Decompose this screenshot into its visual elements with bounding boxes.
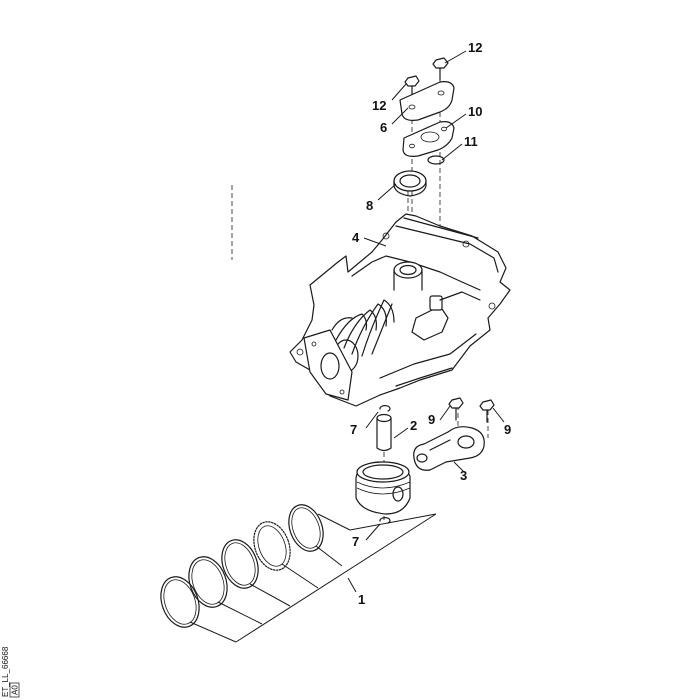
piston-ring-5	[288, 504, 324, 552]
callout-7-upper: 7	[350, 422, 357, 437]
callout-9-right: 9	[504, 422, 511, 437]
piston	[355, 461, 411, 515]
callout-4: 4	[352, 230, 360, 245]
callout-labels: 12 12 6 10 11 8 4 2 7 7 9 9 3 1	[350, 40, 511, 607]
document-id: ET_LL_66668 A0	[1, 646, 20, 698]
ring-leader-lines	[189, 513, 437, 643]
callout-6: 6	[380, 120, 387, 135]
circlip-7-lower	[379, 517, 391, 524]
connecting-rod-3	[413, 426, 485, 471]
piston-pin-2	[376, 413, 392, 452]
callout-9-left: 9	[428, 412, 435, 427]
rod-bolt-9-right	[479, 399, 495, 423]
callout-7-lower: 7	[352, 534, 359, 549]
piston-ring-4	[253, 521, 291, 571]
callout-8: 8	[366, 198, 373, 213]
piston-ring-1	[160, 576, 200, 628]
rod-bolt-9-left	[448, 397, 464, 421]
callout-12-left: 12	[372, 98, 386, 113]
shaft-seal-8	[393, 170, 427, 197]
callout-10: 10	[468, 104, 482, 119]
piston-ring-2	[188, 556, 228, 608]
callout-12-right: 12	[468, 40, 482, 55]
callout-2: 2	[410, 418, 417, 433]
circlip-7-upper	[379, 405, 391, 412]
callout-leaders	[363, 50, 505, 541]
piston-rings-1	[160, 504, 324, 628]
piston-ring-3	[221, 539, 259, 589]
callout-11: 11	[464, 134, 478, 149]
o-ring-11	[427, 155, 445, 165]
document-tag-box	[9, 682, 20, 698]
document-tag: A0	[11, 685, 20, 695]
callout-3: 3	[460, 468, 467, 483]
callout-1: 1	[358, 592, 365, 607]
crankcase-4	[289, 213, 511, 407]
document-id-text: ET_LL_66668	[1, 646, 10, 697]
gasket-10	[402, 121, 455, 157]
screw-12-right	[432, 57, 449, 81]
cover-plate-6	[399, 81, 455, 121]
